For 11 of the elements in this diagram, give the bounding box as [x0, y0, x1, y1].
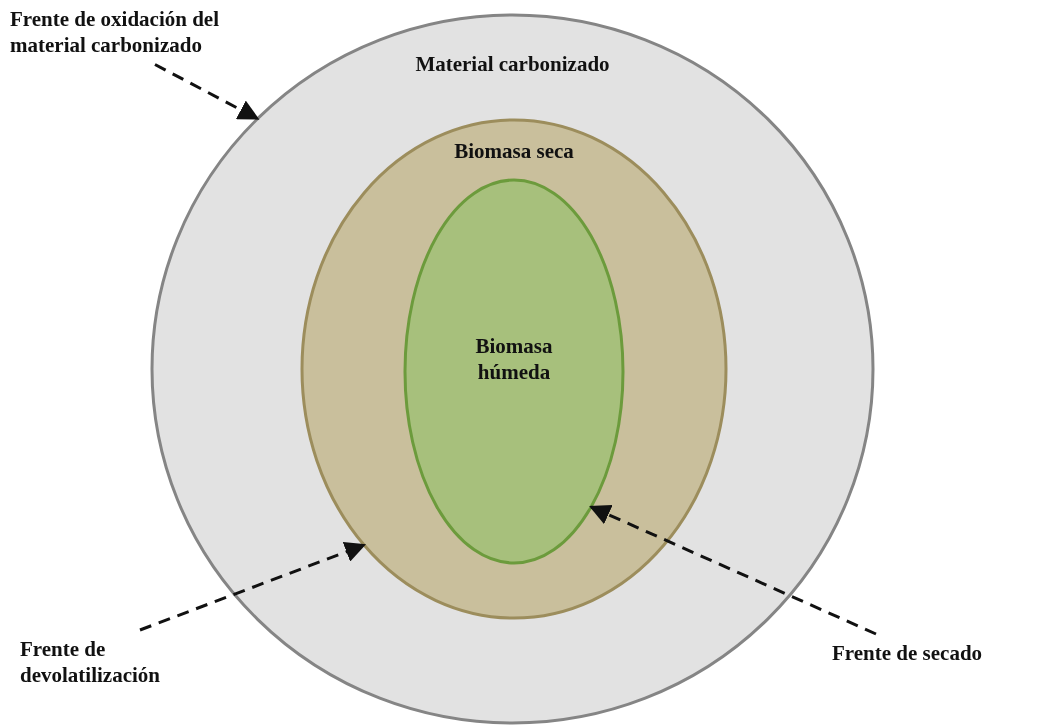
- callout-text: Frente de oxidación del material carbonizado: [10, 6, 220, 59]
- leader-arrow: [589, 505, 877, 636]
- leader-arrow: [154, 63, 260, 120]
- callout-text: Frente de devolatilización: [20, 636, 161, 689]
- zone-ellipse: [403, 178, 625, 565]
- zone-label: Biomasa húmeda: [474, 333, 554, 386]
- leader-arrow: [139, 541, 367, 632]
- callout-text: Frente de secado: [832, 640, 984, 667]
- zone-label: Biomasa seca: [453, 138, 575, 165]
- zone-ellipse: [300, 118, 728, 620]
- zone-label: Material carbonizado: [414, 51, 611, 78]
